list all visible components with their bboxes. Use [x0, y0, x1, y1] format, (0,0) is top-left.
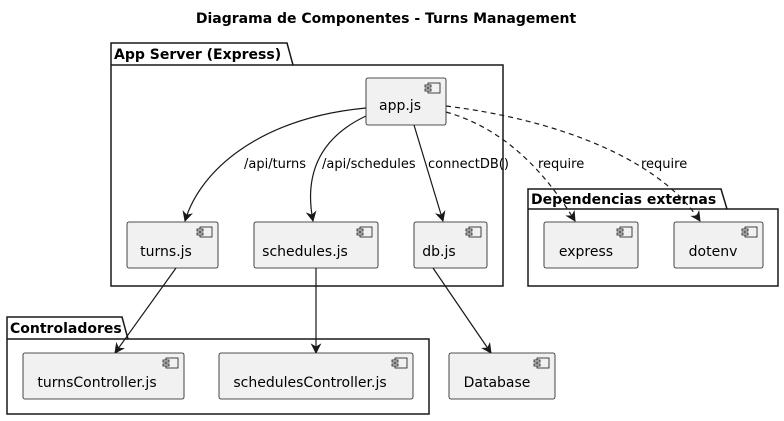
edge-app-turns [182, 107, 367, 223]
component-turns-controller: turnsController.js [22, 352, 185, 400]
component-app: app.js [365, 77, 447, 126]
package-label-controllers: Controladores [10, 321, 122, 337]
component-icon [356, 226, 373, 238]
component-dotenv: dotenv [673, 221, 764, 269]
edge-label-require-dotenv: require [641, 157, 687, 172]
component-express: express [543, 221, 639, 269]
component-db: db.js [413, 221, 488, 269]
edge-label-require-express: require [538, 157, 584, 172]
component-icon [533, 357, 550, 369]
component-label-turns: turns.js [140, 244, 192, 260]
component-icon [196, 226, 213, 238]
component-label-schedules-controller: schedulesController.js [233, 375, 386, 391]
component-turns: turns.js [126, 221, 219, 269]
component-label-app: app.js [379, 98, 421, 114]
component-schedules-controller: schedulesController.js [218, 352, 414, 400]
edge-app-db [413, 124, 446, 223]
component-database: Database [448, 352, 556, 400]
component-label-dotenv: dotenv [689, 244, 738, 260]
component-label-turns-controller: turnsController.js [37, 375, 156, 391]
edge-app-schedules [305, 115, 367, 223]
edge-db-database [432, 267, 492, 354]
component-label-express: express [559, 244, 613, 260]
edge-label-api-schedules: /api/schedules [322, 157, 416, 172]
package-label-app-server: App Server (Express) [114, 47, 281, 63]
component-icon [162, 357, 179, 369]
component-label-db: db.js [422, 244, 455, 260]
edge-turns-controller [114, 267, 177, 354]
component-icon [391, 357, 408, 369]
component-schedules: schedules.js [253, 221, 379, 269]
edge-label-api-turns: /api/turns [244, 157, 306, 172]
edge-app-express [445, 111, 576, 222]
component-label-schedules: schedules.js [262, 244, 348, 260]
component-label-database: Database [464, 375, 531, 391]
package-label-externals: Dependencias externas [531, 192, 716, 208]
diagram-title: Diagrama de Componentes - Turns Manageme… [196, 11, 577, 27]
edge-label-connectdb: connectDB() [428, 157, 509, 172]
component-icon [424, 82, 441, 94]
component-icon [741, 226, 758, 238]
edges [114, 105, 701, 355]
component-icon [616, 226, 633, 238]
component-icon [465, 226, 482, 238]
edge-labels: /api/turns /api/schedules connectDB() re… [244, 157, 687, 172]
